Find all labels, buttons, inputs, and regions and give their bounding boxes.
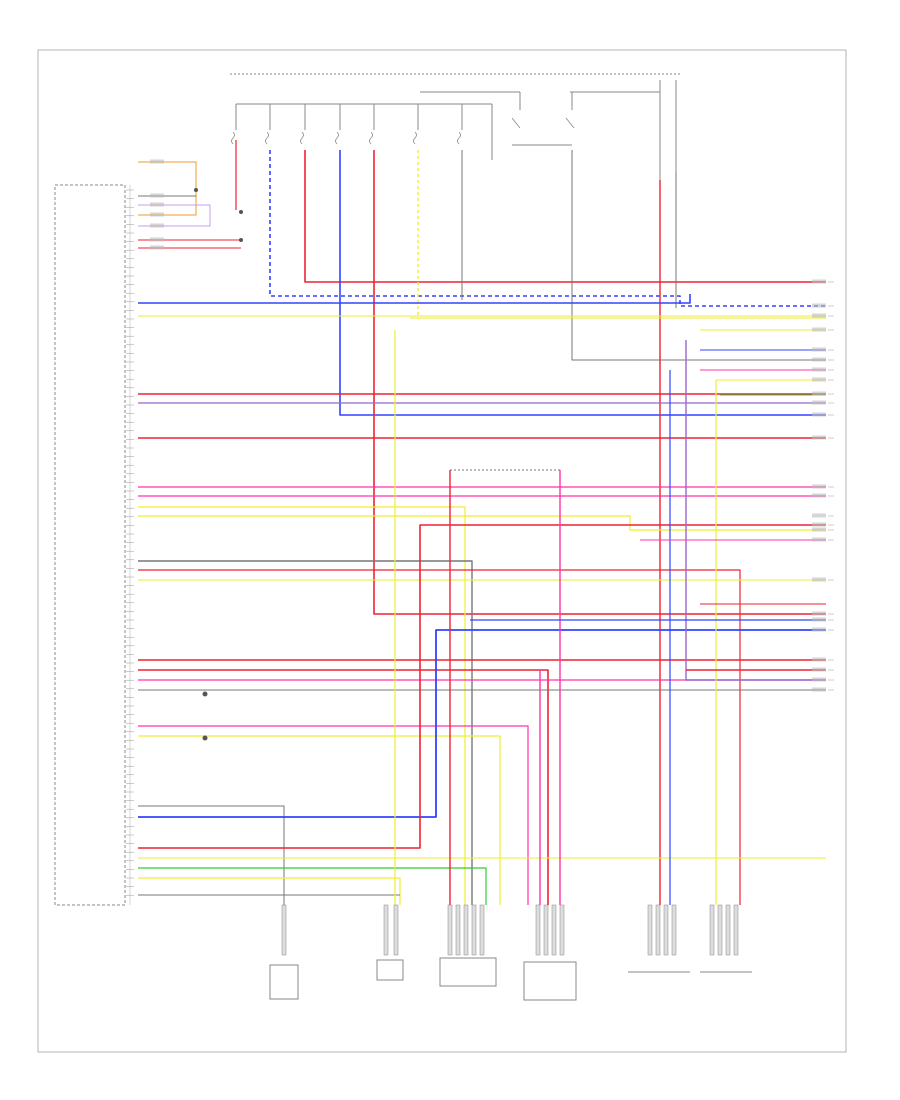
connector-stub <box>393 904 399 956</box>
wire-color-label <box>812 627 826 632</box>
wire-layer <box>138 140 826 905</box>
wire-color-label <box>812 313 826 318</box>
splice-dot <box>239 210 243 214</box>
wire-color-label <box>812 611 826 616</box>
splice-dot <box>194 188 198 192</box>
wire <box>138 877 401 905</box>
wire <box>138 294 691 304</box>
wire <box>138 569 741 905</box>
connector-stub <box>725 904 731 956</box>
connector-stub <box>663 904 669 956</box>
wire <box>138 735 501 905</box>
wire <box>138 524 826 849</box>
wire <box>138 867 487 905</box>
connector-stub <box>717 904 723 956</box>
connector-stubs <box>281 904 739 956</box>
component-box-c <box>439 957 497 987</box>
wire <box>138 725 529 905</box>
wire-color-label <box>812 400 826 405</box>
wire-color-label <box>150 245 164 250</box>
wire <box>138 161 197 216</box>
wire-color-label <box>812 577 826 582</box>
wire-color-label <box>150 202 164 207</box>
wire-color-label <box>150 223 164 228</box>
connector-stub <box>655 904 661 956</box>
wire <box>138 506 466 905</box>
wire-color-label <box>812 522 826 527</box>
top-bus <box>230 73 680 180</box>
wire <box>339 150 826 416</box>
wire <box>269 150 826 307</box>
wire-color-label <box>812 657 826 662</box>
component-box-d <box>523 961 577 1001</box>
component-box-a <box>269 964 299 1000</box>
wire <box>138 560 473 905</box>
connector-stub <box>455 904 461 956</box>
connector-stub <box>471 904 477 956</box>
wire-color-label <box>812 435 826 440</box>
wire-color-label <box>812 667 826 672</box>
fuse-symbols <box>231 117 575 145</box>
wire-color-label <box>812 377 826 382</box>
pin-ticks <box>126 189 134 896</box>
connector-stub <box>551 904 557 956</box>
diagram-frame <box>37 49 847 1053</box>
connector-stub <box>383 904 389 956</box>
wire <box>138 805 285 905</box>
arrow-marker <box>202 735 208 741</box>
wire <box>138 629 826 818</box>
arrow-marker <box>202 691 208 697</box>
connector-stub <box>709 904 715 956</box>
wire-label-layer <box>150 159 826 692</box>
connector-stub <box>671 904 677 956</box>
connector-stub <box>559 904 565 956</box>
connector-stub <box>463 904 469 956</box>
connector-stub <box>281 904 287 956</box>
splice-dot <box>239 238 243 242</box>
wire-color-label <box>150 212 164 217</box>
wire-color-label <box>812 484 826 489</box>
wire-color-label <box>150 159 164 164</box>
wire-color-label <box>812 327 826 332</box>
wire-color-label <box>812 357 826 362</box>
wire <box>138 669 549 905</box>
ecm-block <box>54 184 126 906</box>
wire-color-label <box>812 279 826 284</box>
wire-color-label <box>812 537 826 542</box>
wire-color-label <box>812 493 826 498</box>
connector-stub <box>479 904 485 956</box>
wire-color-label <box>812 687 826 692</box>
wire-color-label <box>812 391 826 396</box>
connector-stub <box>543 904 549 956</box>
wire-color-label <box>812 527 826 532</box>
connector-stub <box>535 904 541 956</box>
right-edge-marks <box>828 281 834 691</box>
wire-color-label <box>150 193 164 198</box>
wire-color-label <box>812 303 826 308</box>
wire-color-label <box>812 412 826 417</box>
wire-color-label <box>812 617 826 622</box>
wire-color-label <box>812 367 826 372</box>
wire <box>304 150 826 283</box>
wire-color-label <box>812 513 826 518</box>
connector-stub <box>733 904 739 956</box>
wire <box>571 150 826 361</box>
wire <box>685 340 826 681</box>
wire <box>138 204 211 227</box>
connector-stub <box>447 904 453 956</box>
connector-stub <box>647 904 653 956</box>
wire-color-label <box>812 347 826 352</box>
wire-color-label <box>150 237 164 242</box>
wire-color-label <box>812 677 826 682</box>
wire <box>373 150 826 615</box>
component-box-b <box>376 959 404 981</box>
wire <box>138 515 826 531</box>
